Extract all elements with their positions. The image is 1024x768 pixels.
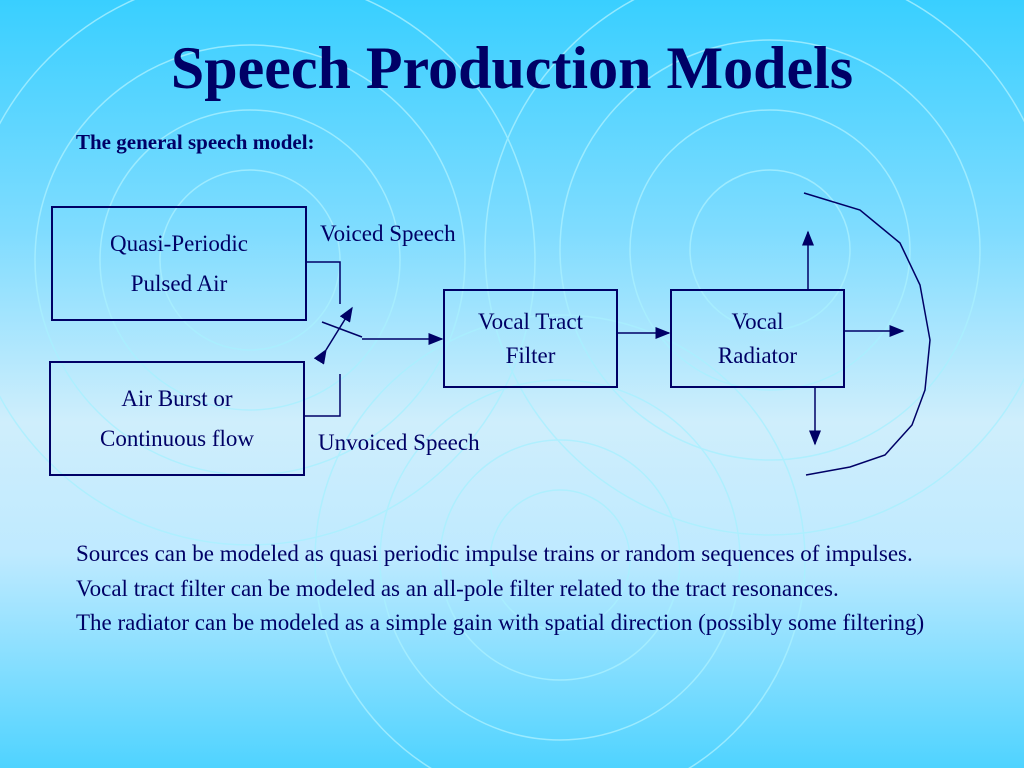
quasi-periodic-label-line1: Quasi-Periodic [110, 230, 248, 256]
vocal-radiator-box: Vocal Radiator [670, 289, 845, 388]
quasi-periodic-source-box: Quasi-Periodic Pulsed Air [51, 206, 307, 321]
air-burst-source-box: Air Burst or Continuous flow [49, 361, 305, 476]
vocal-tract-label-line2: Filter [505, 342, 556, 368]
vocal-radiator-label-line2: Radiator [717, 342, 798, 368]
unvoiced-connector [305, 374, 341, 417]
page-title: Speech Production Models [170, 35, 854, 101]
note-filter: Vocal tract filter can be modeled as an … [76, 575, 839, 601]
voiced-connector [307, 261, 341, 304]
vocal-tract-filter-box: Vocal Tract Filter [443, 289, 618, 388]
voiced-speech-label: Voiced Speech [320, 221, 456, 246]
vocal-tract-label-line1: Vocal Tract [478, 308, 583, 334]
note-radiator: The radiator can be modeled as a simple … [76, 610, 925, 635]
air-burst-label-line1: Air Burst or [121, 385, 233, 411]
note-sources: Sources can be modeled as quasi periodic… [76, 541, 913, 566]
diagram-subtitle: The general speech model: [76, 130, 315, 154]
air-burst-label-line2: Continuous flow [100, 425, 254, 451]
switch-arrow [313, 306, 353, 365]
quasi-periodic-label-line2: Pulsed Air [130, 270, 228, 296]
radiation-wavefront [803, 192, 931, 476]
notes-text: Sources can be modeled as quasi periodic… [76, 537, 936, 641]
vocal-radiator-label-line1: Vocal [731, 308, 784, 334]
unvoiced-speech-label: Unvoiced Speech [318, 430, 480, 455]
